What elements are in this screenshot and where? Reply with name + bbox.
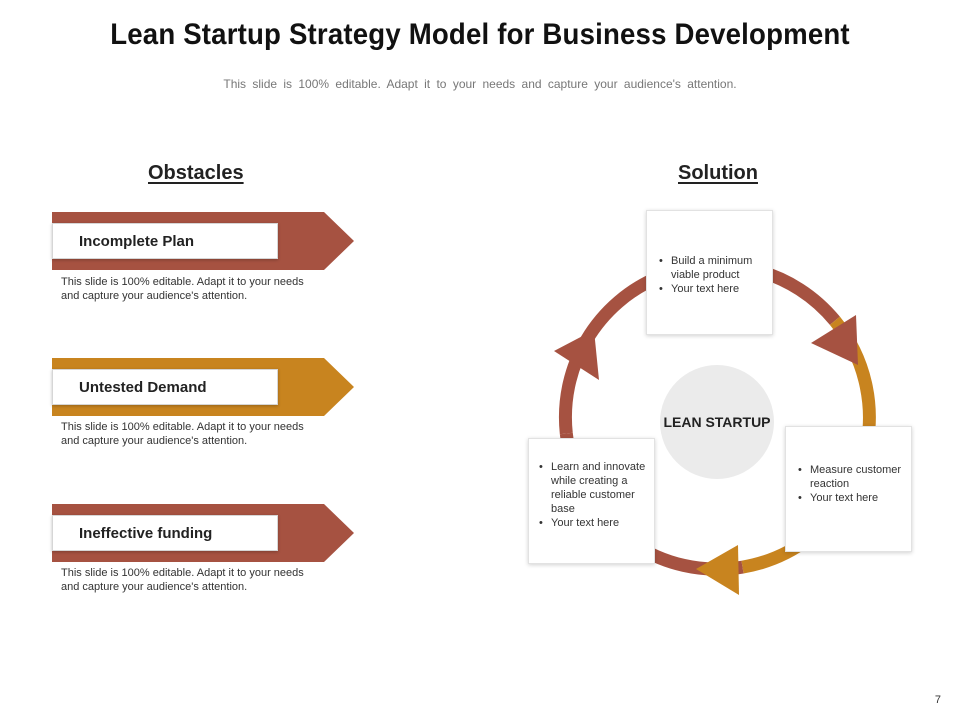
obstacle-description: This slide is 100% editable. Adapt it to… — [61, 567, 304, 593]
slide-title: Lean Startup Strategy Model for Business… — [110, 18, 850, 51]
card-bullet: Your text here — [796, 491, 905, 505]
obstacle-label: Incomplete Plan — [79, 233, 195, 250]
page-number: 7 — [934, 694, 941, 706]
card-bullet: Build a minimum viable product — [657, 254, 766, 282]
cycle-arrowhead-left — [554, 330, 599, 380]
obstacle-description: This slide is 100% editable. Adapt it to… — [61, 421, 304, 447]
card-bullet: Learn and innovate while creating a reli… — [537, 460, 650, 516]
card-bullet: Measure customer reaction — [796, 463, 905, 491]
obstacles-heading: Obstacles — [148, 162, 244, 184]
obstacle-arrow-incomplete-plan: Incomplete Plan — [52, 212, 354, 270]
obstacle-label-box: Untested Demand — [52, 369, 278, 405]
solution-card-learn: Learn and innovate while creating a reli… — [528, 438, 655, 564]
card-bullet: Your text here — [537, 516, 650, 530]
solution-heading: Solution — [678, 162, 758, 184]
card-bullet: Your text here — [657, 282, 766, 296]
solution-card-build: Build a minimum viable product Your text… — [646, 210, 773, 335]
center-label: LEAN STARTUP — [663, 413, 771, 430]
obstacle-label-box: Ineffective funding — [52, 515, 278, 551]
obstacle-label: Ineffective funding — [79, 525, 213, 542]
obstacle-arrow-untested-demand: Untested Demand — [52, 358, 354, 416]
obstacle-label-box: Incomplete Plan — [52, 223, 278, 259]
obstacle-arrow-ineffective-funding: Ineffective funding — [52, 504, 354, 562]
obstacle-label: Untested Demand — [79, 379, 207, 396]
lean-startup-center: LEAN STARTUP — [660, 365, 774, 479]
cycle-arrowhead-right — [811, 315, 858, 365]
slide-subtitle: This slide is 100% editable. Adapt it to… — [223, 77, 737, 91]
obstacle-description: This slide is 100% editable. Adapt it to… — [61, 276, 304, 302]
cycle-arrowhead-bottom — [696, 545, 739, 595]
solution-card-measure: Measure customer reaction Your text here — [785, 426, 912, 552]
